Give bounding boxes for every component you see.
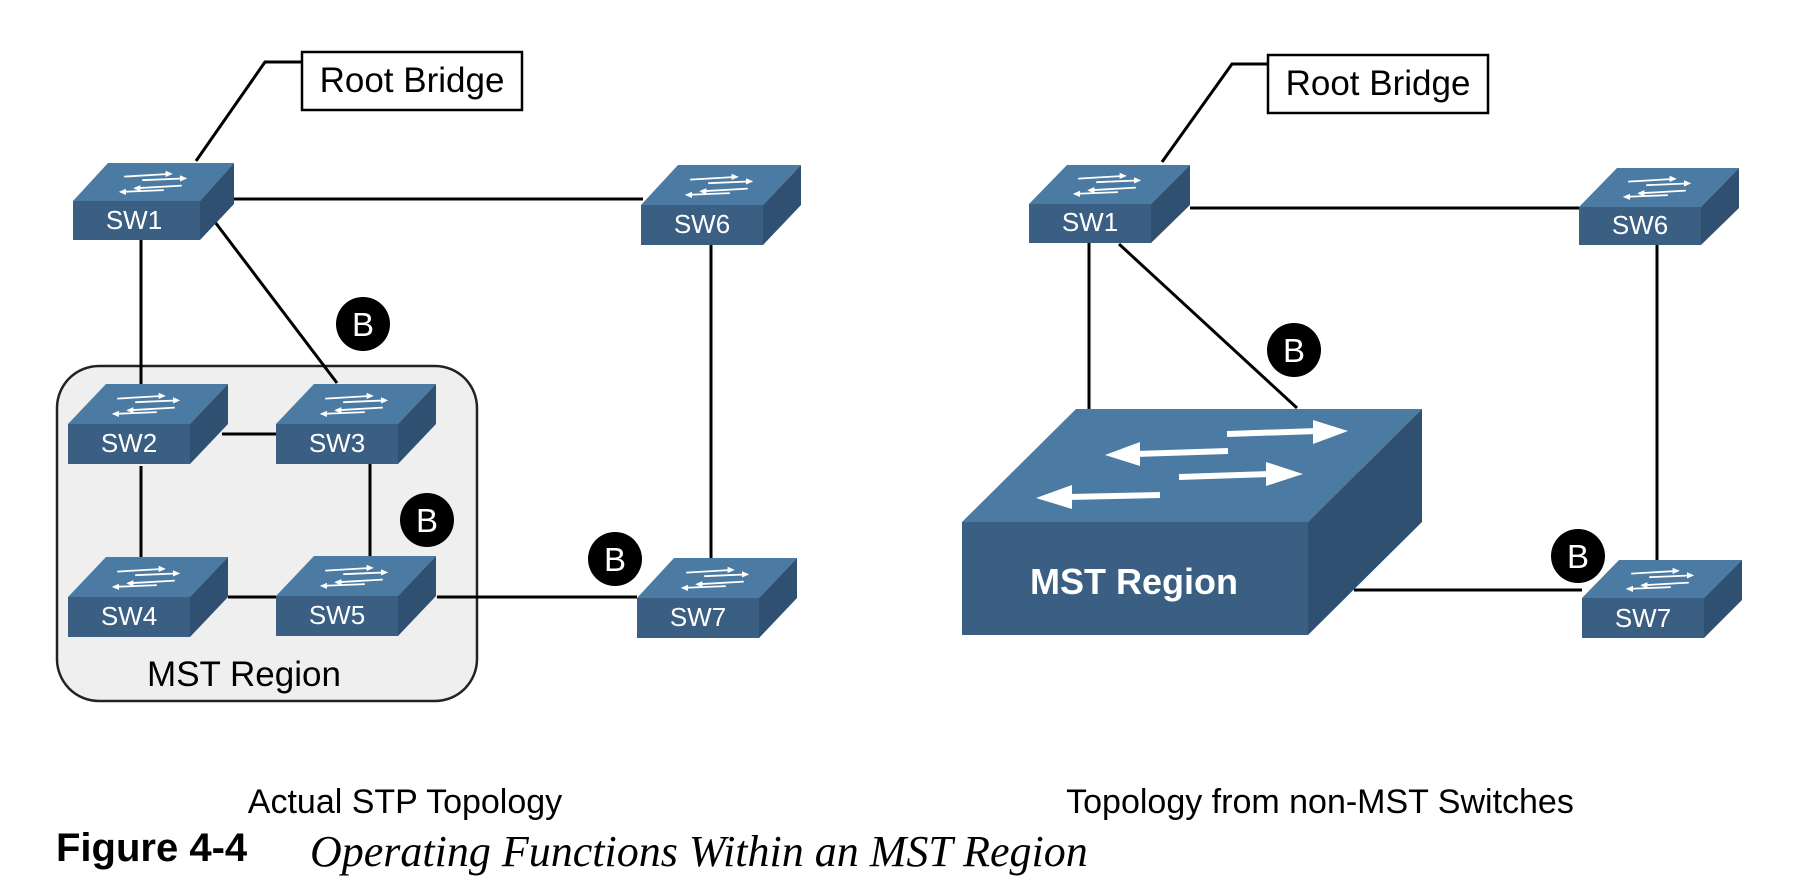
right-diagram: Root Bridge SW1 SW6 SW7 xyxy=(962,53,1742,821)
svg-text:SW1: SW1 xyxy=(1062,207,1118,237)
svg-text:B: B xyxy=(1283,332,1305,369)
svg-text:SW2: SW2 xyxy=(101,428,157,458)
svg-text:B: B xyxy=(352,306,374,343)
right-mst-region-switch: MST Region xyxy=(962,409,1422,635)
left-root-bridge-box xyxy=(300,50,524,112)
figure-title: Operating Functions Within an MST Region xyxy=(310,827,1088,876)
left-switch-sw1: SW1 xyxy=(73,163,234,240)
svg-text:SW1: SW1 xyxy=(106,205,162,235)
left-mst-region-label: MST Region xyxy=(147,655,341,694)
right-mst-region-arrows xyxy=(1036,420,1348,509)
svg-text:B: B xyxy=(604,541,626,578)
svg-text:SW7: SW7 xyxy=(670,602,726,632)
left-badge-sw1-sw3: B xyxy=(336,297,390,351)
left-switch-sw7: SW7 xyxy=(637,558,797,638)
svg-text:SW5: SW5 xyxy=(309,600,365,630)
svg-text:SW7: SW7 xyxy=(1615,603,1671,633)
left-switch-sw5: SW5 xyxy=(276,556,436,636)
svg-text:B: B xyxy=(1567,538,1589,575)
figure-number: Figure 4-4 xyxy=(56,826,248,870)
left-switch-sw4: SW4 xyxy=(68,557,228,637)
right-switch-sw1: SW1 xyxy=(1029,165,1190,243)
left-root-callout-line xyxy=(194,60,302,162)
left-diagram: Root Bridge SW1 SW6 SW2 xyxy=(55,50,801,821)
right-caption: Topology from non-MST Switches xyxy=(1066,783,1574,821)
left-root-bridge-label: Root Bridge xyxy=(320,61,505,100)
link-sw1-sw3 xyxy=(213,221,339,384)
left-badge-sw5-sw7: B xyxy=(588,532,642,586)
svg-text:SW6: SW6 xyxy=(674,209,730,239)
svg-text:SW4: SW4 xyxy=(101,601,157,631)
right-root-bridge-label: Root Bridge xyxy=(1286,64,1471,103)
svg-text:B: B xyxy=(416,502,438,539)
link-r-sw1-region-diag xyxy=(1117,242,1299,410)
right-switch-sw6: SW6 xyxy=(1579,168,1739,245)
right-badge-region-sw7: B xyxy=(1551,529,1605,583)
right-root-bridge-box xyxy=(1266,53,1490,115)
right-switch-sw7: SW7 xyxy=(1582,560,1742,638)
svg-text:SW3: SW3 xyxy=(309,428,365,458)
right-mst-region-label: MST Region xyxy=(1030,561,1238,602)
left-switch-sw3: SW3 xyxy=(276,384,436,464)
right-root-callout-line xyxy=(1160,62,1268,163)
right-badge-sw1-region: B xyxy=(1267,323,1321,377)
right-links xyxy=(1087,62,1659,592)
left-switch-sw2: SW2 xyxy=(68,384,228,464)
svg-text:SW6: SW6 xyxy=(1612,210,1668,240)
left-badge-sw3-sw5: B xyxy=(400,493,454,547)
left-caption: Actual STP Topology xyxy=(248,783,562,821)
left-links xyxy=(139,60,713,599)
left-switch-sw6: SW6 xyxy=(641,165,801,245)
